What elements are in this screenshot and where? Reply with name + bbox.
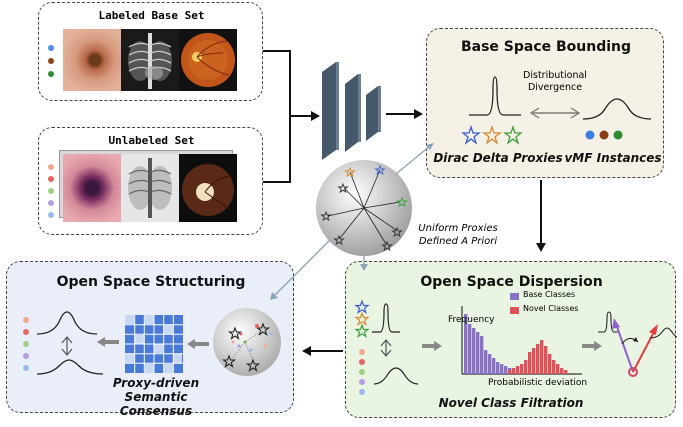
open-structuring-title: Open Space Structuring [56,274,246,290]
base-class-bar [500,364,504,374]
legend-label-novel: Novel Classes [523,304,579,313]
base-class-bar [472,328,476,374]
legend-label-base: Base Classes [523,290,576,299]
histogram-ylabel: Frequency [448,315,495,325]
skin-lesion-unlabeled-image [63,154,121,222]
base-class-bar [504,366,508,374]
xray-drawing [128,33,172,89]
unlabeled-set-panel: Unlabeled Set [38,127,263,235]
unlabeled-dot-lightgreen [48,188,54,194]
fundus-drawing [181,33,235,87]
base-class-bar [484,350,488,374]
encoder-network [322,62,381,160]
legend-swatch-base [510,293,519,300]
histogram-bars [464,314,568,374]
uniform-proxy-sphere [316,160,412,256]
proxy-stars [461,124,523,145]
base-space-bounding-panel: Base Space Bounding Distributional Diver… [426,28,664,178]
open-space-dispersion-panel: Open Space Dispersion [345,261,677,418]
filtration-label: Novel Class Filtration [438,396,584,410]
novel-class-bar [556,364,560,374]
fundus2-drawing [182,164,234,216]
struct-dot-lightblue [23,365,29,371]
skin-lesion-image [63,29,121,91]
novel-class-bar [548,354,552,374]
labeled-base-set-title: Labeled Base Set [98,9,205,22]
unlabeled-dot-lightblue [48,212,54,218]
dispersion-stars [354,299,370,339]
unlabeled-dot-peach [48,164,54,170]
novel-class-bar [520,364,524,374]
base-class-bar [480,336,484,374]
consensus-label: Proxy-driven Semantic Consensus [112,376,200,418]
small-sphere-stars [221,322,271,372]
histogram-xlabel: Probabilistic deviation [488,378,588,388]
vmf-instances-label: vMF Instances [564,151,662,165]
instance-dot-blue [585,130,595,140]
open-space-structuring-panel: Open Space Structuring [6,261,294,418]
struct-dot-lavender [23,353,29,359]
base-class-bar [468,324,472,374]
legend-swatch-novel [510,307,519,314]
struct-dot-lightgreen [23,341,29,347]
chest-xray-unlabeled-image [121,154,179,222]
novel-class-bar [564,370,568,374]
struct-dot-peach [23,317,29,323]
base-class-bar [464,314,468,374]
unlabeled-dot-red [48,176,54,182]
labeled-dot-brown [48,58,54,64]
novel-class-bar [508,370,512,374]
novel-class-bar [560,368,564,374]
instance-dot-brown [599,130,609,140]
novel-class-bar [512,368,516,374]
sphere-proxy-stars [320,164,408,252]
divergence-label: Distributional Divergence [523,70,587,93]
open-dispersion-graphics [354,293,677,395]
open-dispersion-title: Open Space Dispersion [420,274,603,290]
novel-class-bar [524,360,528,374]
unlabeled-set-title: Unlabeled Set [108,134,195,147]
novel-class-bar [528,352,532,374]
consensus-heatmap [125,315,183,373]
novel-class-bar [540,340,544,374]
base-space-title: Base Space Bounding [460,39,632,55]
open-structuring-graphics [36,308,281,376]
base-class-bar [488,354,492,374]
fundus-unlabeled-image [179,154,237,222]
base-class-bar [492,358,496,374]
sphere-proxy-rays [327,169,401,245]
novel-class-bar [516,366,520,374]
labeled-dot-green [48,71,54,77]
uniform-proxies-label: Uniform Proxies Defined A Priori [418,223,498,247]
novel-class-bar [532,348,536,374]
novel-class-bar [536,344,540,374]
small-sphere-points [231,324,273,352]
chest-xray-image [121,29,179,91]
base-class-bar [496,362,500,374]
dirac-delta-label: Dirac Delta Proxies [433,151,563,165]
labeled-dot-blue [48,45,54,51]
xray2-drawing [128,158,172,218]
dispersion-dots [359,349,365,395]
unlabeled-dot-lavender [48,200,54,206]
base-class-bar [476,332,480,374]
instance-dot-green [613,130,623,140]
novel-class-bar [552,360,556,374]
struct-dot-red [23,329,29,335]
small-sphere [213,308,281,376]
novel-class-bar [544,346,548,374]
labeled-base-set-panel: Labeled Base Set [38,2,263,101]
base-space-graphics [461,76,652,145]
fundus-image [179,29,237,91]
